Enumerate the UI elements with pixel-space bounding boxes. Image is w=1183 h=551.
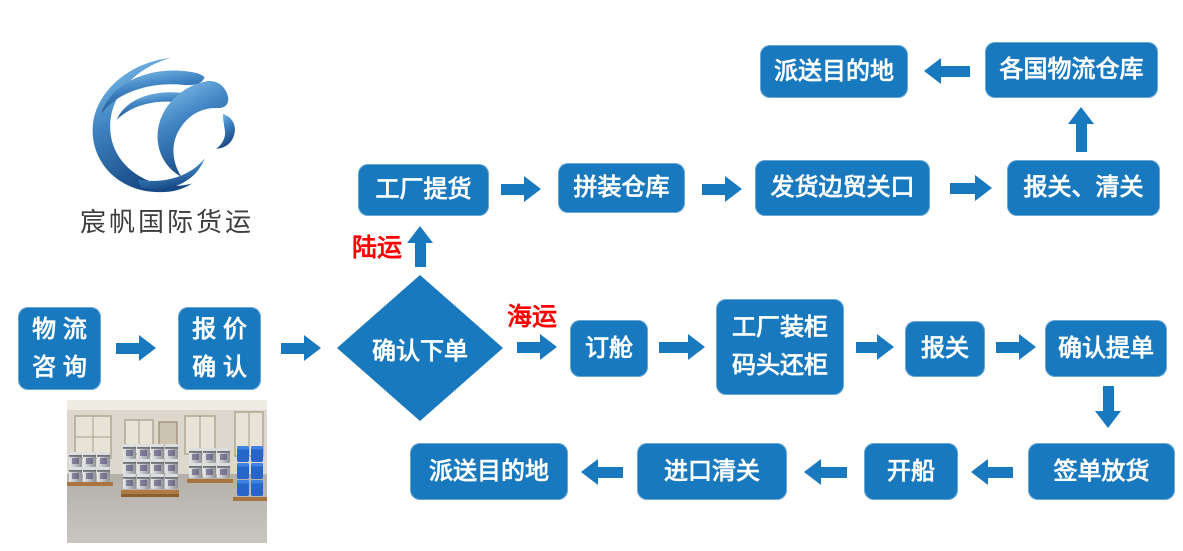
brand-block: 宸帆国际货运	[80, 56, 255, 239]
land-route-label: 陆运	[352, 234, 403, 262]
arrow-right-icon	[517, 334, 557, 360]
node-confirm-bill-of-lading: 确认提单	[1045, 320, 1167, 377]
arrow-right-icon	[702, 176, 742, 202]
node-label: 发货边贸关口	[770, 174, 915, 201]
node-sign-and-release: 签单放货	[1028, 443, 1175, 500]
node-label: 开船	[887, 457, 935, 485]
warehouse-paint-buckets-photo	[67, 400, 267, 543]
node-country-logistics-warehouse: 各国物流仓库	[985, 42, 1158, 98]
node-deliver-destination-top: 派送目的地	[760, 45, 908, 98]
node-consolidation-warehouse: 拼装仓库	[558, 163, 685, 213]
node-import-clearance: 进口清关	[637, 443, 787, 500]
node-label-line2: 咨 询	[32, 353, 87, 381]
arrow-down-icon	[1095, 386, 1121, 428]
node-logistics-consult: 物 流 咨 询	[18, 307, 101, 390]
node-label: 进口清关	[664, 457, 760, 485]
sea-route-label: 海运	[507, 303, 558, 331]
node-label: 确认提单	[1058, 334, 1154, 362]
node-label: 派送目的地	[774, 57, 894, 85]
arrow-right-icon	[659, 334, 705, 360]
node-border-trade-gate: 发货边贸关口	[755, 160, 930, 216]
node-label: 派送目的地	[429, 457, 549, 485]
node-declare-and-clear: 报关、清关	[1007, 160, 1160, 216]
node-label: 签单放货	[1053, 457, 1150, 485]
node-quote-confirm: 报 价 确 认	[178, 307, 261, 390]
arrow-left-icon	[804, 459, 847, 485]
node-label-line2: 确 认	[192, 353, 247, 381]
arrow-left-icon	[581, 459, 623, 485]
node-deliver-destination-bottom: 派送目的地	[410, 443, 568, 500]
node-label-line1: 物 流	[32, 315, 87, 343]
arrow-left-icon	[924, 58, 970, 84]
node-label-line1: 报 价	[192, 315, 247, 343]
node-vessel-departure: 开船	[864, 443, 958, 500]
arrow-up-icon	[1068, 107, 1094, 152]
node-label: 报关	[921, 335, 969, 362]
arrow-right-icon	[950, 175, 992, 201]
arrow-up-icon	[407, 226, 433, 267]
arrow-right-icon	[856, 334, 894, 360]
node-label: 确认下单	[372, 337, 468, 365]
node-label: 各国物流仓库	[999, 56, 1144, 83]
node-label: 工厂提货	[375, 176, 472, 203]
node-label-line2: 码头还柜	[732, 352, 828, 379]
node-factory-pickup: 工厂提货	[358, 164, 489, 216]
node-label-line1: 工厂装柜	[732, 314, 828, 341]
arrow-right-icon	[116, 335, 156, 361]
arrow-left-icon	[971, 459, 1013, 485]
node-label: 报关、清关	[1023, 174, 1144, 201]
node-factory-load-return: 工厂装柜 码头还柜	[716, 299, 844, 395]
node-booking: 订舱	[570, 320, 648, 377]
node-label: 订舱	[585, 334, 633, 362]
node-customs-declare: 报关	[905, 321, 985, 377]
arrow-right-icon	[281, 335, 321, 361]
arrow-right-icon	[501, 176, 541, 202]
swoosh-sail-logo-icon	[92, 57, 235, 193]
brand-name: 宸帆国际货运	[80, 207, 255, 237]
node-label: 拼装仓库	[573, 174, 670, 201]
node-confirm-order-decision: 确认下单	[337, 275, 503, 421]
arrow-right-icon	[996, 334, 1036, 360]
